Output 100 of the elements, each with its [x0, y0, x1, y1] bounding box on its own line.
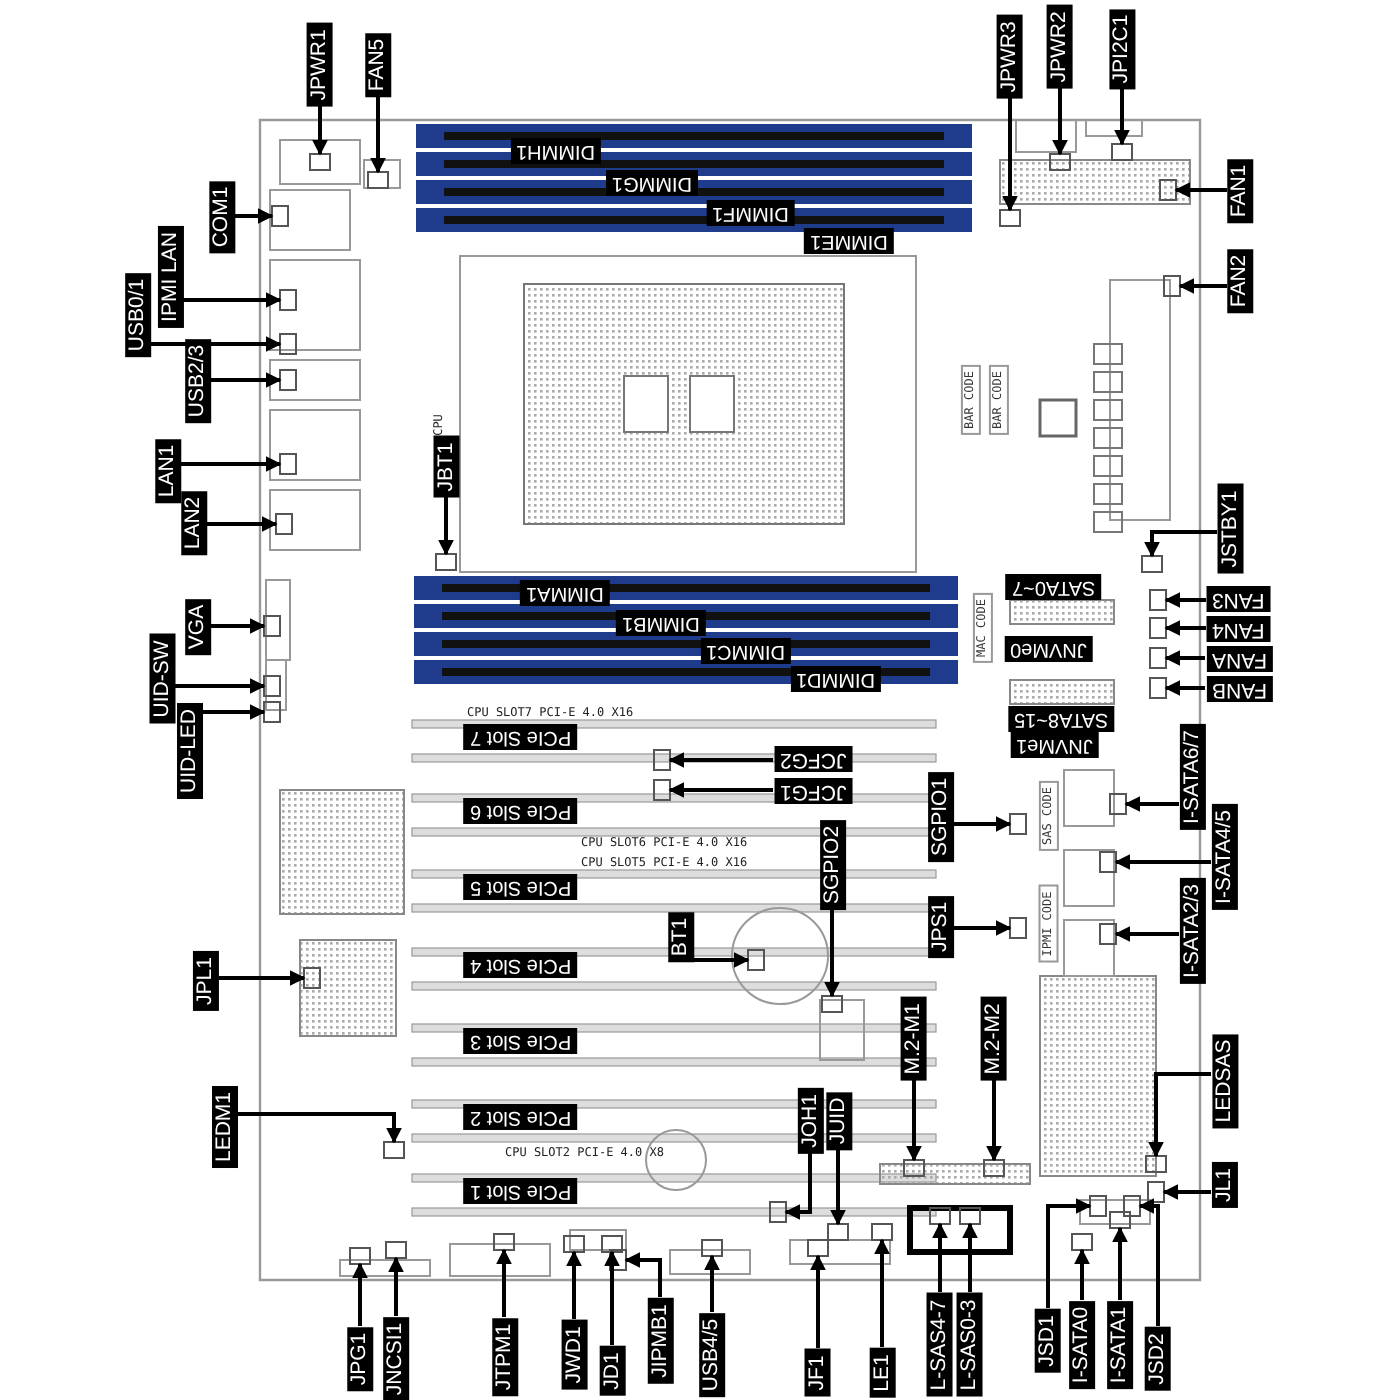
- callout-label: USB4/5: [699, 1311, 726, 1397]
- connector-header: [383, 1141, 405, 1159]
- callout-label: UID-SW: [148, 633, 175, 723]
- component-tag: PCIe Slot 3: [463, 1027, 577, 1053]
- leader-arrow: [1114, 926, 1179, 942]
- callout-label: LAN1: [155, 437, 182, 503]
- leader-arrow: [1148, 1072, 1211, 1158]
- leader-arrow: [704, 1254, 720, 1312]
- connector-header: [1071, 1233, 1093, 1251]
- callout-label: VGA: [185, 597, 212, 655]
- callout-label: FAN2: [1227, 247, 1254, 313]
- leader-arrow: [810, 1254, 826, 1348]
- leader-arrow: [830, 1149, 846, 1226]
- leader-arrow: [986, 1080, 1002, 1162]
- connector-header: [1149, 617, 1167, 639]
- connector-header: [1109, 1211, 1131, 1229]
- leader-arrow: [932, 1222, 948, 1292]
- connector-header: [385, 1241, 407, 1259]
- callout-label: LEDM1: [211, 1085, 237, 1167]
- component-tag: PCIe Slot 1: [463, 1177, 577, 1203]
- component-tag: DIMMB1: [615, 609, 705, 635]
- connector-header: [435, 553, 457, 571]
- callout-label: M.2-M1: [900, 996, 927, 1080]
- component-tag: SATA0~7: [1006, 573, 1102, 599]
- connector-header: [807, 1239, 829, 1257]
- callout-label: COM1: [209, 179, 236, 253]
- connector-header: [309, 153, 331, 171]
- leader-arrow: [953, 920, 1012, 936]
- callout-label: FAN3: [1206, 585, 1271, 611]
- leader-arrow: [175, 678, 266, 694]
- callout-label: LEDSAS: [1211, 1032, 1238, 1128]
- leader-arrow: [370, 96, 386, 174]
- connector-header: [929, 1207, 951, 1225]
- component-tag: DIMMD1: [789, 665, 880, 691]
- component-tag: PCIe Slot 7: [463, 723, 577, 749]
- leader-arrow: [1114, 854, 1211, 870]
- callout-label: JTPM1: [491, 1316, 518, 1396]
- connector-header: [769, 1201, 787, 1223]
- connector-header: [1109, 793, 1127, 815]
- callout-label: M.2-M2: [980, 996, 1007, 1080]
- callout-label: JPL1: [192, 950, 219, 1010]
- callout-label: JSD2: [1144, 1326, 1171, 1390]
- connector-header: [827, 1223, 849, 1241]
- connector-header: [653, 749, 671, 771]
- leader-arrow: [566, 1250, 582, 1319]
- callout-label: USB2/3: [185, 337, 212, 423]
- leader-arrow: [1124, 796, 1179, 812]
- connector-header: [1099, 851, 1117, 873]
- callout-label: IPMI LAN: [156, 225, 183, 327]
- callout-label: JNCSI1: [383, 1315, 410, 1400]
- callout-label: USB0/1: [125, 271, 152, 357]
- leader-arrow: [207, 516, 278, 532]
- connector-header: [747, 949, 765, 971]
- callout-label: JSD1: [1034, 1308, 1061, 1372]
- leader-arrow: [668, 752, 773, 768]
- callout-label: JPWR2: [1046, 4, 1073, 88]
- component-tag: PCIe Slot 5: [463, 873, 577, 899]
- leader-arrow: [438, 497, 454, 556]
- connector-header: [609, 1249, 627, 1271]
- callout-label: JL1: [1210, 1161, 1237, 1207]
- component-tag: PCIe Slot 4: [463, 951, 577, 977]
- connector-header: [601, 1235, 623, 1253]
- callout-label: I-SATA1: [1107, 1299, 1134, 1389]
- callout-label: I-SATA0: [1069, 1299, 1096, 1389]
- callout-label: JD1: [598, 1345, 625, 1395]
- connector-header: [263, 701, 281, 723]
- component-tag: DIMME1: [803, 227, 893, 253]
- callout-label: JOH1: [796, 1087, 823, 1153]
- component-tag: DIMMF1: [706, 199, 795, 225]
- callout-label: JBT1: [432, 435, 459, 497]
- callout-label: UID-LED: [177, 702, 203, 798]
- leader-arrow: [219, 970, 306, 986]
- component-tag: DIMMH1: [509, 137, 600, 163]
- connector-header: [271, 205, 289, 227]
- callout-label: L-SAS4-7: [926, 1292, 953, 1396]
- connector-header: [279, 333, 297, 355]
- leader-arrow: [235, 208, 274, 224]
- callout-label: I-SATA6/7: [1178, 723, 1205, 829]
- leader-arrow: [953, 816, 1012, 832]
- leader-arrow: [1164, 680, 1205, 696]
- connector-header: [493, 1233, 515, 1251]
- callout-label: JPG1: [347, 1325, 374, 1391]
- leader-arrow: [183, 292, 282, 308]
- connector-header: [983, 1159, 1005, 1177]
- connector-header: [1163, 275, 1181, 297]
- connector-header: [1149, 589, 1167, 611]
- connector-header: [1147, 1181, 1165, 1203]
- callout-label: SGPIO2: [819, 818, 846, 910]
- connector-header: [349, 1247, 371, 1265]
- connector-header: [279, 369, 297, 391]
- callout-label: I-SATA2/3: [1178, 877, 1205, 983]
- connector-header: [1149, 677, 1167, 699]
- callout-label: JIPMB1: [646, 1297, 673, 1383]
- callout-label: JCFG1: [773, 777, 852, 803]
- leader-arrow: [1074, 1248, 1090, 1300]
- callout-label: FAN4: [1206, 615, 1271, 641]
- component-tag: DIMMC1: [699, 637, 790, 663]
- connector-header: [653, 779, 671, 801]
- component-tag: DIMMG1: [606, 169, 698, 195]
- component-tag: JNVMe0: [1004, 635, 1093, 661]
